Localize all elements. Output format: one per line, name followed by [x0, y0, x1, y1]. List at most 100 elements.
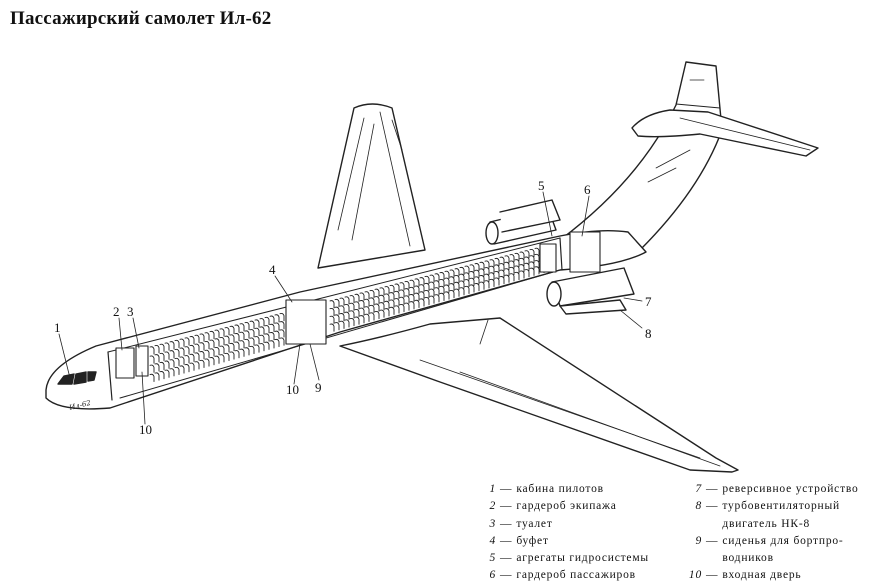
seat-mark: [414, 299, 420, 308]
legend-item: 2—гардероб экипажа: [482, 498, 680, 515]
seat-mark: [459, 287, 465, 296]
callout-7: 7: [645, 294, 652, 309]
seat-mark: [374, 288, 380, 297]
seat-mark: [384, 308, 390, 317]
seat-mark: [529, 248, 535, 258]
seat-mark: [264, 341, 270, 350]
legend-dash: —: [500, 500, 513, 513]
seat-mark: [399, 282, 405, 291]
seat-mark: [374, 296, 380, 305]
seat-mark: [469, 264, 475, 273]
seat-mark: [534, 253, 540, 263]
seat-mark: [219, 354, 225, 363]
seat-mark: [334, 298, 340, 308]
seat-mark: [494, 277, 500, 286]
seat-mark: [404, 295, 410, 304]
seat-mark: [524, 256, 530, 265]
seat-mark: [514, 252, 520, 261]
seat-mark: [529, 261, 535, 270]
legend-right-column: 7—реверсивное устройство 8—турбовентилят…: [688, 481, 876, 585]
seat-mark: [514, 259, 520, 268]
seat-mark: [189, 362, 195, 371]
seat-mark: [369, 289, 375, 299]
seat-mark: [494, 257, 500, 267]
legend-dash: —: [500, 552, 513, 565]
seat-mark: [279, 321, 285, 330]
seat-mark: [469, 284, 475, 293]
seat-mark: [499, 256, 505, 265]
seat-mark: [449, 269, 455, 278]
legend-number: 1: [489, 483, 496, 495]
seat-mark: [504, 255, 510, 264]
seat-mark: [239, 323, 245, 332]
seat-mark: [154, 354, 160, 363]
seat-mark: [474, 276, 480, 285]
left-wing: [317, 103, 426, 269]
callout-2: 2: [113, 304, 120, 319]
legend-text: турбовентиляторный: [722, 500, 840, 513]
leader-lines: [58, 191, 643, 425]
seat-mark: [394, 305, 400, 314]
seat-mark: [494, 270, 500, 280]
callout-10-cabin: 10: [286, 382, 299, 397]
seat-mark: [434, 280, 440, 289]
seat-mark: [244, 338, 250, 347]
seat-mark: [334, 314, 340, 323]
seat-mark: [209, 357, 215, 366]
legend-number: 10: [688, 569, 702, 582]
seat-mark: [179, 347, 185, 356]
seat-mark: [529, 255, 535, 264]
seat-mark: [199, 333, 205, 342]
seat-mark: [454, 281, 460, 290]
legend-number: [688, 516, 702, 533]
seat-mark: [274, 330, 280, 339]
seat-mark: [434, 287, 440, 296]
legend-dash: —: [500, 534, 513, 547]
seat-mark: [169, 350, 175, 359]
seat-mark: [374, 310, 380, 320]
seat-mark: [169, 359, 175, 368]
seat-mark: [379, 294, 385, 303]
seat-mark: [379, 287, 385, 296]
seat-mark: [384, 286, 390, 295]
seat-mark: [259, 343, 265, 352]
legend-item: 9—сиденья для бортпро-: [688, 533, 876, 550]
seat-mark: [174, 357, 180, 367]
legend-text: гардероб пассажиров: [516, 569, 636, 582]
legend-dash: —: [706, 483, 719, 495]
seat-mark: [184, 346, 190, 355]
seat-mark: [184, 355, 190, 364]
seat-mark: [244, 330, 250, 339]
legend-dash: —: [500, 483, 513, 495]
seat-mark: [524, 269, 530, 278]
cabin-bulkheads: [115, 231, 601, 379]
right-wing: [339, 317, 739, 473]
seat-mark: [344, 319, 350, 328]
seat-mark: [474, 283, 480, 292]
seat-mark: [189, 336, 195, 345]
seat-mark: [529, 267, 535, 276]
seat-mark: [234, 333, 240, 342]
seat-mark: [254, 344, 260, 353]
seat-mark: [189, 353, 195, 362]
seat-mark: [359, 300, 365, 309]
seat-mark: [169, 368, 175, 377]
seat-mark: [269, 332, 275, 341]
seat-mark: [164, 351, 170, 360]
seat-mark: [409, 286, 415, 296]
seat-mark: [524, 262, 530, 271]
seat-mark: [229, 342, 235, 352]
seat-mark: [164, 369, 170, 378]
seat-mark: [274, 314, 280, 323]
seat-mark: [494, 264, 500, 273]
seat-mark: [244, 347, 250, 356]
seat-mark: [459, 266, 465, 276]
seat-mark: [244, 321, 250, 331]
seat-mark: [474, 263, 480, 272]
seat-mark: [224, 327, 230, 336]
seat-mark: [209, 330, 215, 340]
legend-item: 1—кабина пилотов: [482, 481, 680, 498]
seat-mark: [329, 323, 335, 332]
seat-mark: [159, 361, 165, 371]
